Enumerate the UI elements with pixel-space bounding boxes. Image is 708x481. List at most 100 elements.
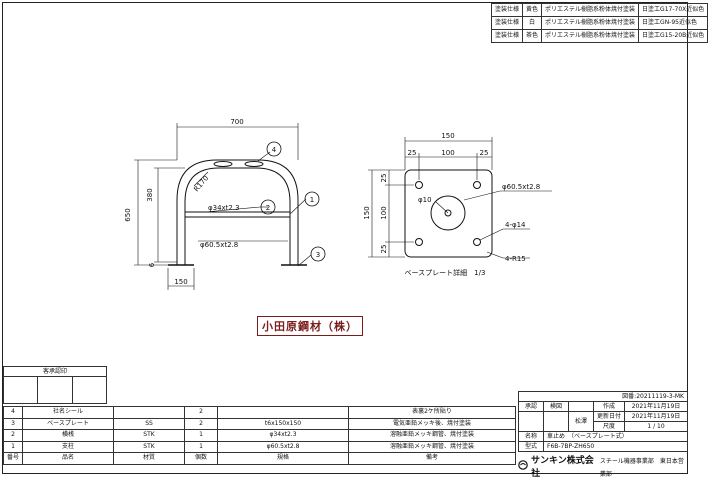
post-inner (184, 167, 291, 265)
blank-cell (568, 401, 594, 412)
plate-pipe-label: φ60.5xt2.8 (502, 183, 540, 191)
plate-outline (404, 169, 493, 258)
balloon-1 (304, 191, 320, 207)
revised-label: 更新日付 (592, 411, 626, 422)
balloon-4-label: 4 (272, 146, 277, 154)
part-spec (217, 406, 350, 419)
table-row: 1 支柱 STK 1 φ60.5xt2.8 溶融亜鉛メッキ鋼管、焼付塗装 (2, 440, 516, 453)
front-dimensions (134, 123, 312, 290)
part-note: 表裏2ケ所貼り (348, 406, 516, 419)
part-note: 溶融亜鉛メッキ鋼管、焼付塗装 (348, 440, 516, 453)
parts-list: 4 社名シール 2 表裏2ケ所貼り 3 ベースプレート SS 2 t6x150x… (2, 406, 516, 465)
balloon-3-label: 3 (316, 251, 320, 259)
balloon-4 (266, 141, 282, 157)
bolt-hole (473, 238, 481, 246)
header-note: 備考 (348, 452, 516, 465)
dim-base: 6 (148, 262, 156, 267)
balloon-2-label: 2 (266, 204, 270, 212)
plate-view (404, 169, 493, 258)
plate-caption: ベースプレート詳細 1/3 (405, 268, 486, 277)
dim-height-inner: 380 (146, 188, 154, 201)
part-name: 社名シール (22, 406, 115, 419)
part-name: ベースプレート (22, 417, 115, 430)
pipe-large-label: φ60.5xt2.8 (200, 241, 238, 249)
balloon-1-label: 1 (310, 196, 314, 204)
balloon-2 (260, 199, 276, 215)
table-row: 3 ベースプレート SS 2 t6x150x150 電気亜鉛メッキ後、焼付塗装 (2, 417, 516, 430)
bolt-hole (473, 181, 481, 189)
approval-table: 客承認印 (2, 366, 108, 404)
part-qty: 1 (184, 440, 219, 453)
approval-cell (2, 376, 39, 404)
dim-plate: 150 (174, 278, 187, 286)
title-block: 図番:20211119-3-MK 承認 検図 作成 2021年11月19日 松澤… (518, 391, 688, 452)
part-no: 2 (2, 429, 24, 442)
part-no: 4 (2, 406, 24, 419)
paint-spec-table: 塗装仕様 黄色 ポリエステル樹脂系粉体焼付塗装 日塗工G17-70X近似色 塗装… (490, 3, 708, 43)
paint-code: 日塗工G15-20B近似色 (638, 29, 708, 43)
corners-label: 4-R15 (505, 255, 526, 263)
table-row: 4 社名シール 2 表裏2ケ所貼り (2, 406, 516, 419)
table-header: 番号 品名 材質 個数 規格 備考 (2, 452, 516, 465)
approval-title: 客承認印 (3, 366, 107, 377)
paint-spec: ポリエステル樹脂系粉体焼付塗装 (541, 29, 640, 43)
part-qty: 1 (184, 429, 219, 442)
name-label: 名称 (518, 431, 544, 442)
part-material: STK (113, 429, 186, 442)
part-qty: 2 (184, 406, 219, 419)
paint-color: 茶色 (522, 29, 543, 43)
revised-date: 2021年11月19日 (624, 411, 688, 422)
product-model: F6B-7BP-ZH650 (543, 441, 688, 452)
technical-drawing: 700 650 380 6 150 R170 φ34xt2.3 φ60.5xt2… (124, 118, 552, 290)
paint-spec-row: 塗装仕様 茶色 ポリエステル樹脂系粉体焼付塗装 日塗工G15-20B近似色 (490, 29, 708, 43)
part-qty: 2 (184, 417, 219, 430)
dim-height-total: 650 (124, 208, 132, 221)
plate-dim-part: 25 (480, 149, 489, 157)
part-spec: t6x150x150 (217, 417, 350, 430)
plate-dim-part: 25 (408, 149, 417, 157)
approve-label: 承認 (518, 401, 544, 412)
company-division: スチール機器事業部 東日本営業部 (599, 457, 684, 478)
approve-stamp (518, 411, 544, 432)
header-spec: 規格 (217, 452, 350, 465)
drafter-name: 松澤 (568, 411, 594, 432)
post-outer (176, 159, 299, 265)
center-hole-label: φ10 (418, 196, 432, 204)
plate-dim-side-part: 25 (380, 174, 388, 183)
company-block: サンキン株式会社 スチール機器事業部 東日本営業部 (518, 456, 688, 479)
bolt-hole (415, 181, 423, 189)
part-no: 3 (2, 417, 24, 430)
drawing-number: 図番:20211119-3-MK (518, 391, 688, 402)
part-no: 1 (2, 440, 24, 453)
product-name: 車止め （ベースプレート式） (543, 431, 688, 442)
header-qty: 個数 (184, 452, 219, 465)
part-note: 電気亜鉛メッキ後、焼付塗装 (348, 417, 516, 430)
part-material: STK (113, 440, 186, 453)
front-view (168, 159, 307, 266)
part-material: SS (113, 417, 186, 430)
plate-dim-part: 100 (441, 149, 454, 157)
label-sticker (213, 161, 233, 167)
part-name: 支柱 (22, 440, 115, 453)
approval-cell (37, 376, 73, 404)
radius-label: R170 (192, 174, 210, 193)
approval-cell (71, 376, 108, 404)
paint-spec-row: 塗装仕様 白 ポリエステル樹脂系粉体焼付塗装 日塗工GN-95近似色 (490, 16, 708, 30)
part-material (113, 406, 186, 419)
plate-dimensions (368, 137, 552, 259)
plate-dim-side: 150 (363, 206, 371, 219)
header-material: 材質 (113, 452, 186, 465)
pipe-small-label: φ34xt2.3 (208, 204, 240, 212)
holes-label: 4-φ14 (505, 221, 526, 229)
model-label: 型式 (518, 441, 544, 452)
pipe-outline (430, 195, 466, 231)
header-no: 番号 (2, 452, 24, 465)
part-note: 溶融亜鉛メッキ鋼管、焼付塗装 (348, 429, 516, 442)
paint-spec-row: 塗装仕様 黄色 ポリエステル樹脂系粉体焼付塗装 日塗工G17-70X近似色 (490, 3, 708, 17)
header-name: 品名 (22, 452, 115, 465)
company-logo-icon (518, 460, 528, 475)
check-stamp (543, 411, 569, 432)
part-spec: φ34xt2.3 (217, 429, 350, 442)
plate-dim-side-part: 25 (380, 245, 388, 254)
part-name: 横桟 (22, 429, 115, 442)
